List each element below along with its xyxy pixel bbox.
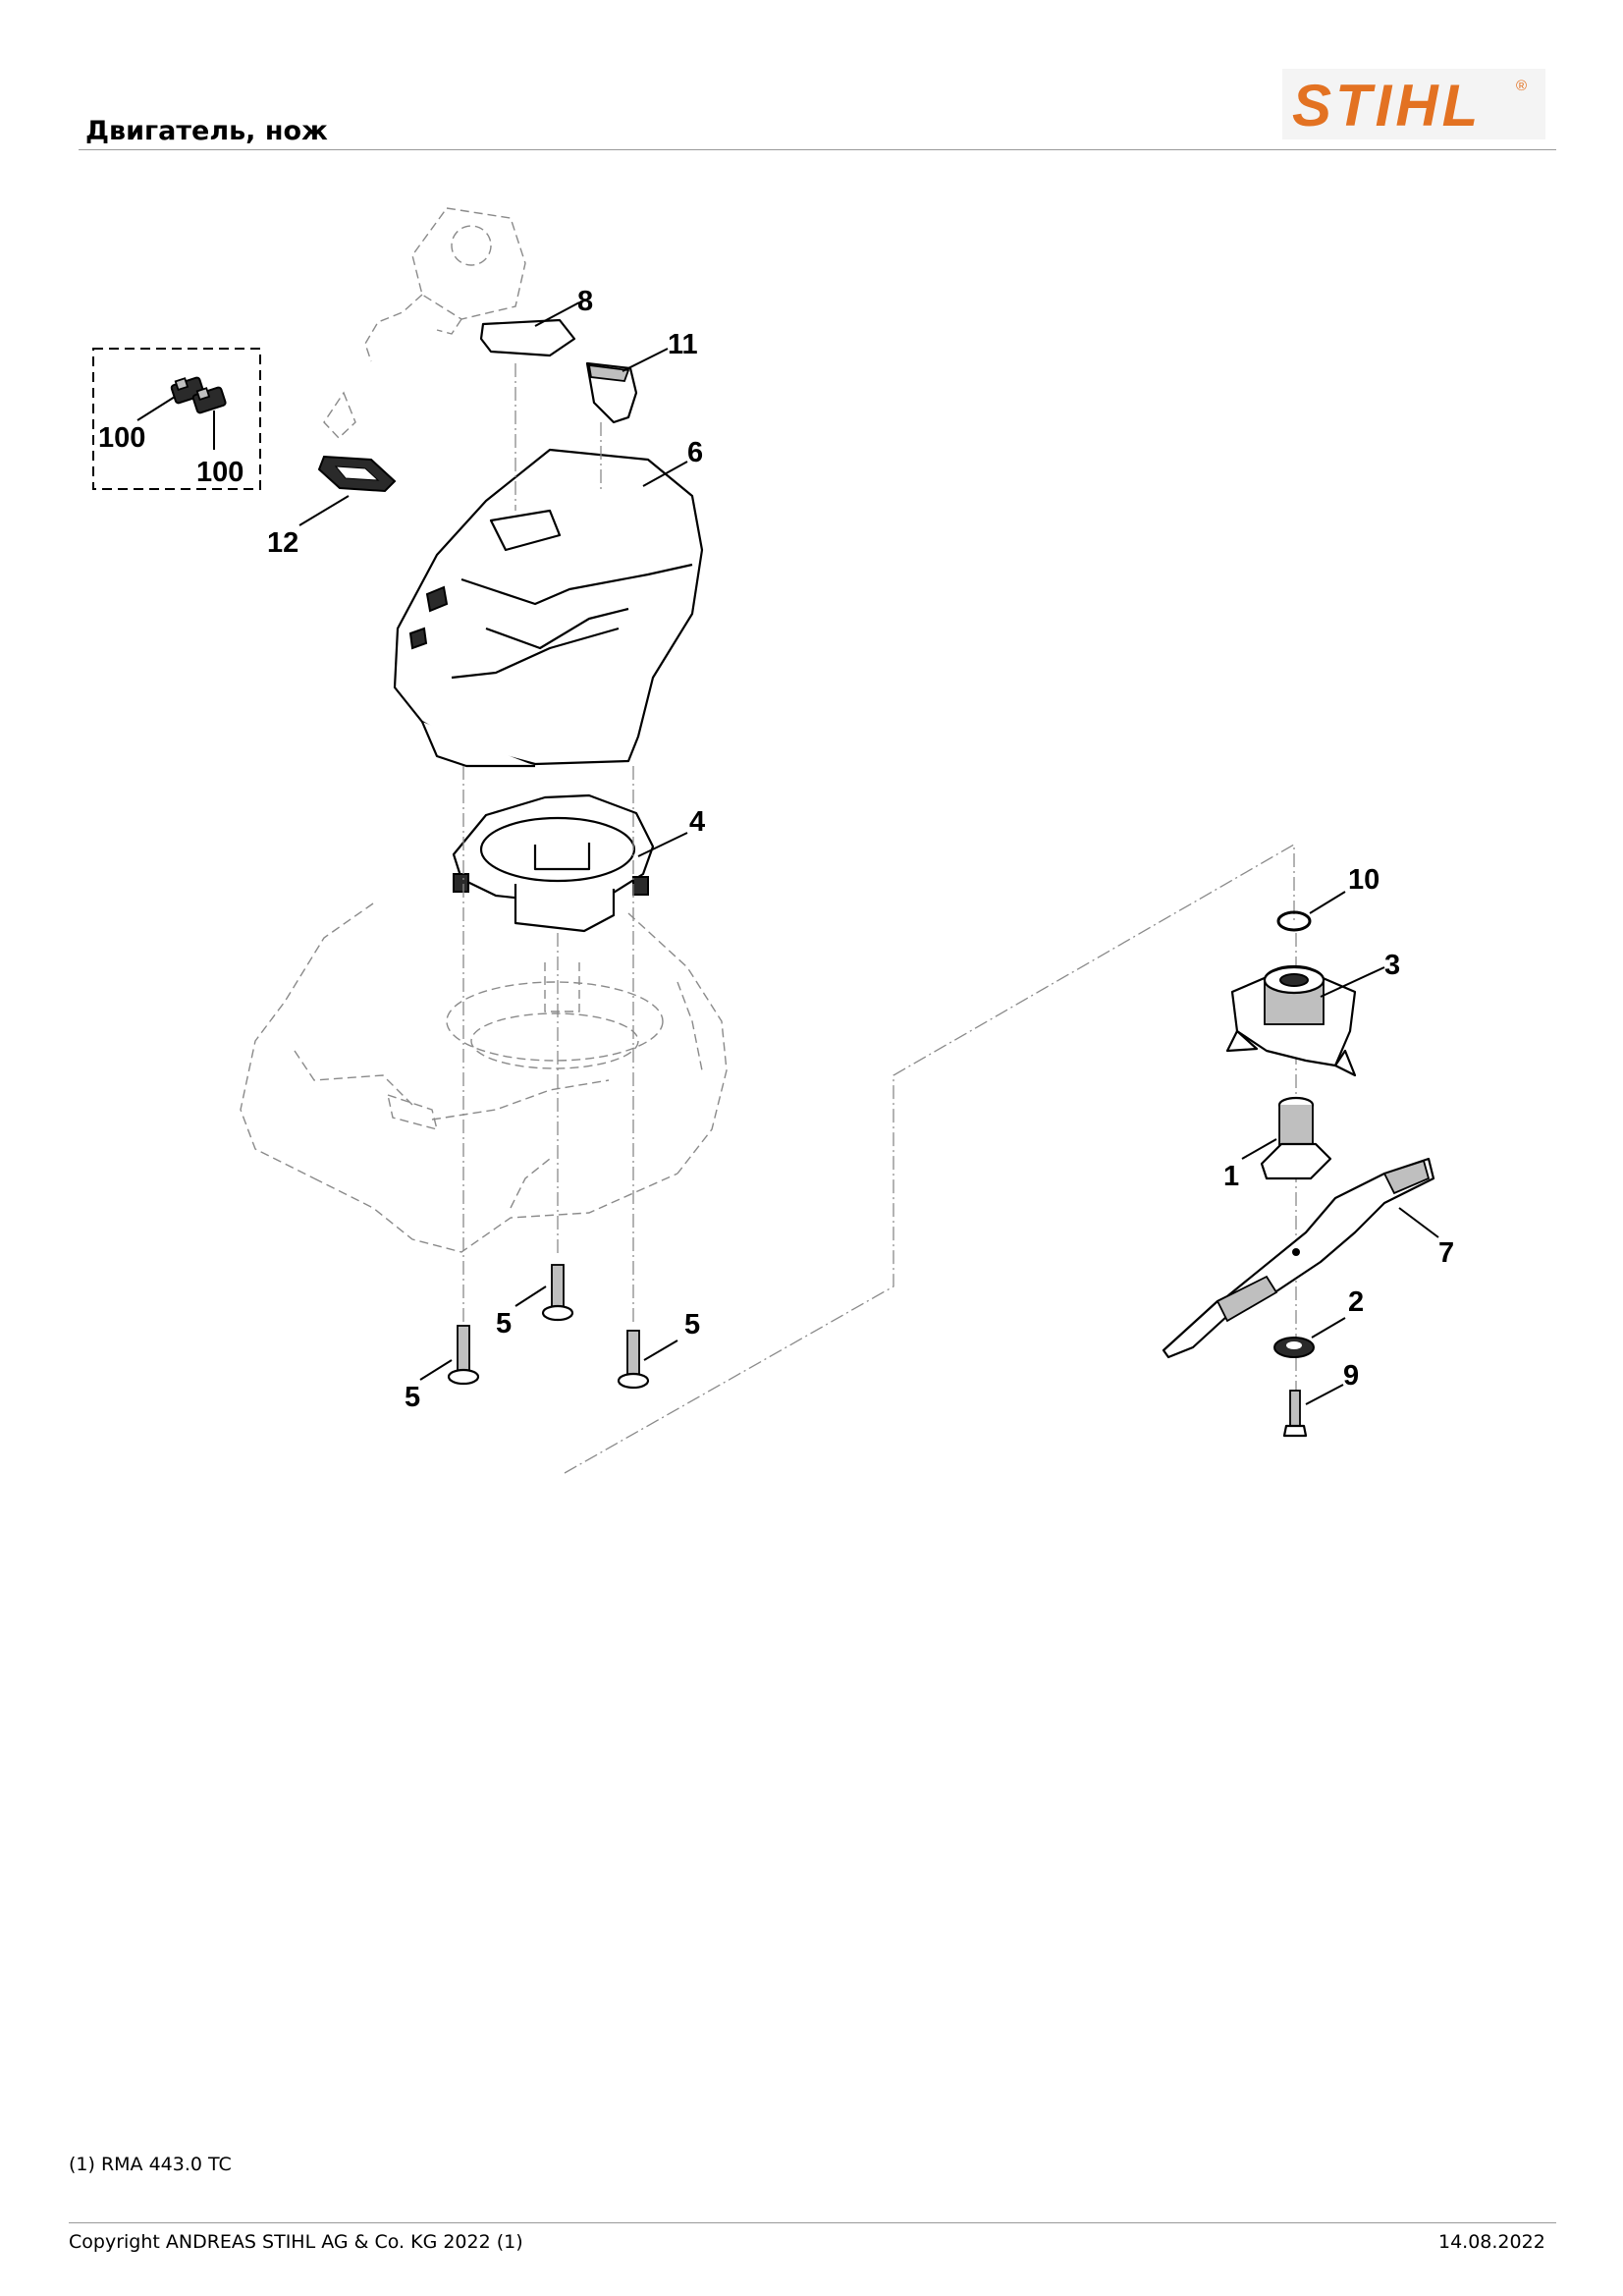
circlip-part-10: 10 [1276,864,1380,932]
mower-deck-ghost [240,902,728,1253]
callout-8: 8 [577,286,593,317]
bolt-part-5b: 5 [496,1264,574,1339]
callout-3: 3 [1384,950,1400,981]
callout-10: 10 [1348,864,1380,896]
document-date: 14.08.2022 [1438,2231,1545,2253]
callout-100a: 100 [98,422,145,454]
registered-mark: ® [1516,78,1527,94]
callout-11: 11 [668,329,698,360]
exploded-parts-diagram: 100 100 8 11 12 6 [92,207,1454,1474]
callout-4: 4 [689,806,705,838]
callout-6: 6 [687,437,703,468]
bolt-part-5a: 5 [405,1325,480,1413]
logo-wordmark: STIHL [1292,73,1482,138]
callout-12: 12 [267,527,298,559]
washer-part-2: 2 [1273,1286,1364,1358]
header-divider [79,149,1556,150]
blade-part-7: 7 [1162,1157,1454,1359]
motor-hood-part-6: 6 [393,437,703,768]
callout-7: 7 [1438,1237,1454,1269]
motor-mount-part-4: 4 [452,793,705,933]
footer-divider [69,2222,1556,2223]
callout-5b: 5 [496,1308,512,1339]
blade-bolt-part-9: 9 [1282,1360,1359,1438]
callout-5c: 5 [684,1309,700,1340]
model-footnote: (1) RMA 443.0 TC [69,2154,232,2175]
callout-1: 1 [1223,1161,1239,1192]
callout-100b: 100 [196,457,243,488]
blade-adapter-part-1: 1 [1223,1096,1332,1192]
plate-part-12: 12 [267,455,397,559]
label-part-8: 8 [479,286,593,357]
callout-5a: 5 [405,1382,420,1413]
connector-part-100b [191,386,227,414]
fan-impeller-part-3: 3 [1225,950,1400,1077]
optional-parts-group: 100 100 [92,348,261,490]
copyright-text: Copyright ANDREAS STIHL AG & Co. KG 2022… [69,2231,523,2253]
safety-key-part-11: 11 [585,329,698,424]
stihl-logo: STIHL ® [1282,69,1545,139]
callout-2: 2 [1348,1286,1364,1318]
page-title: Двигатель, нож [85,116,328,146]
bolt-part-5c: 5 [617,1309,700,1390]
control-module-ghost [323,207,526,439]
callout-9: 9 [1343,1360,1359,1392]
